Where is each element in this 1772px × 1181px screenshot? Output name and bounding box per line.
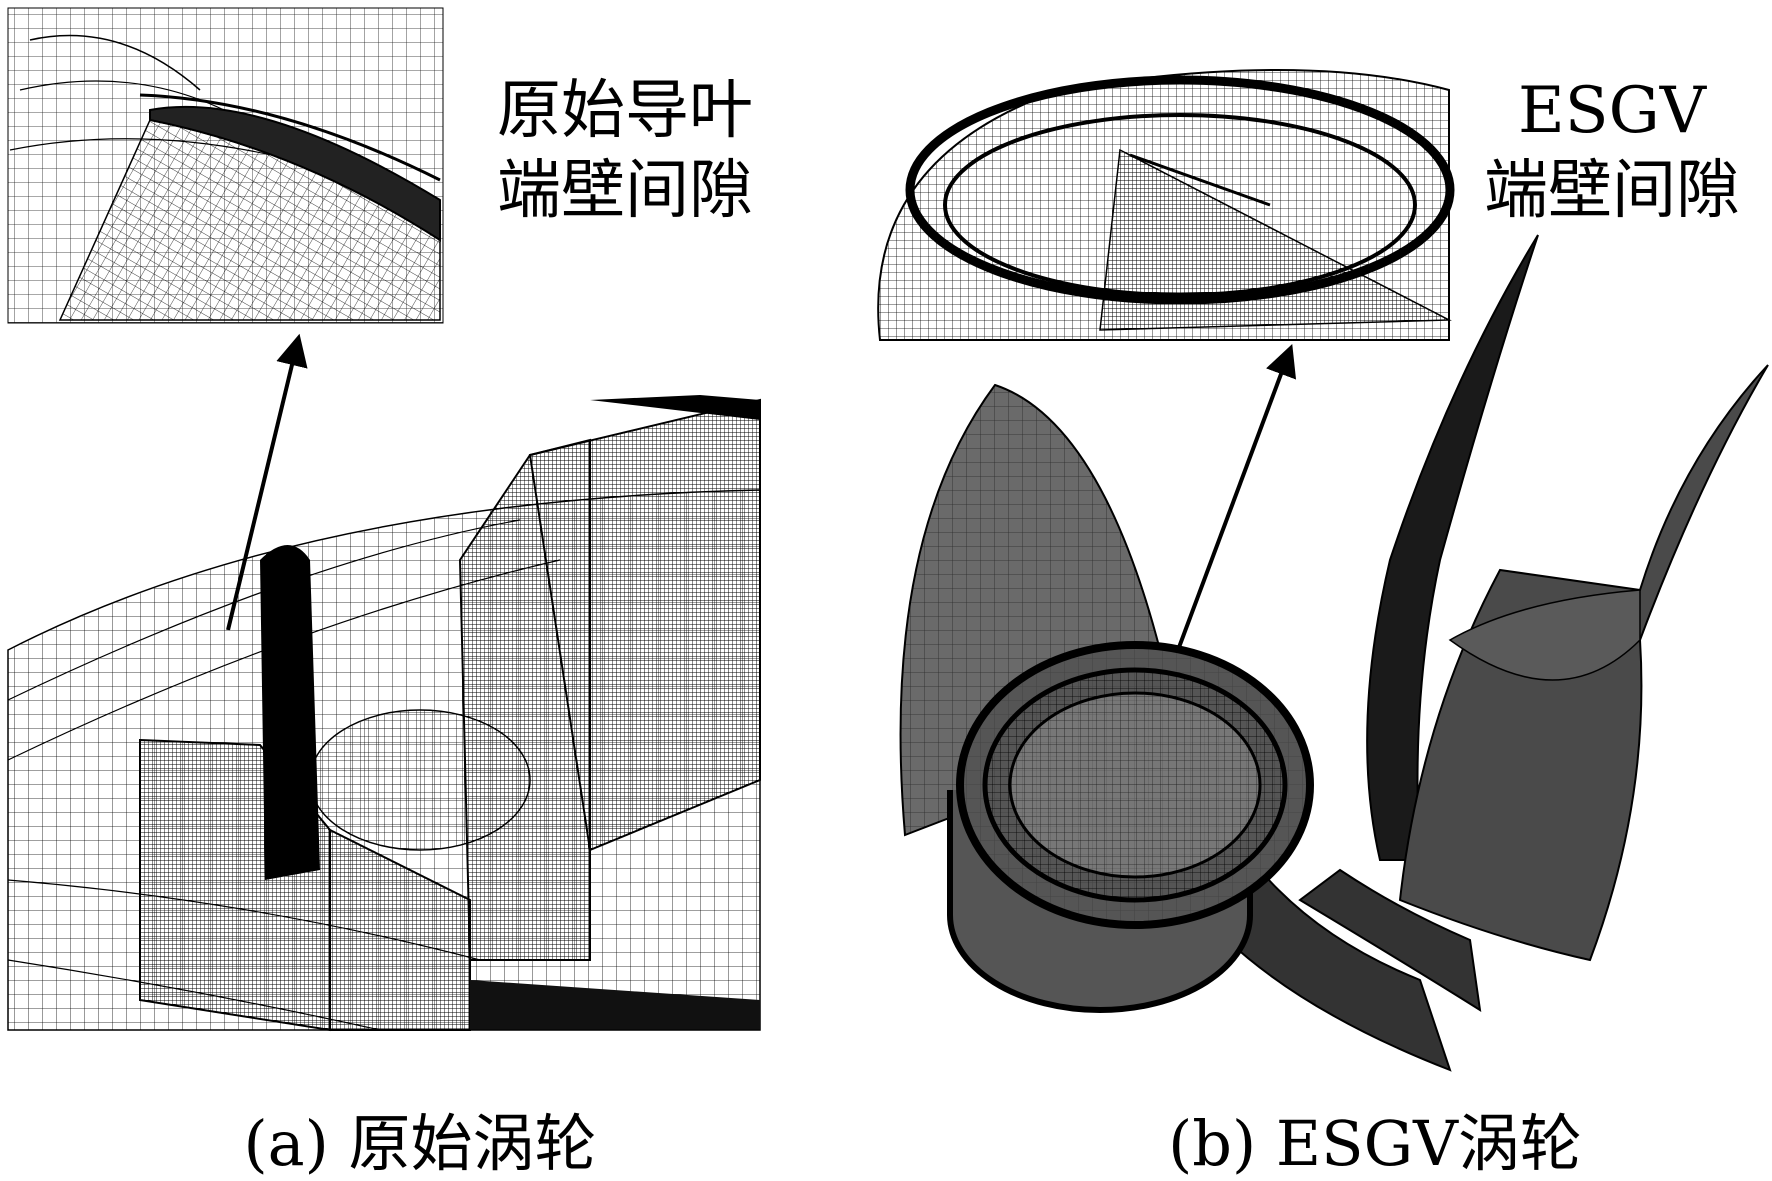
inset-label-a-line1: 原始导叶 (497, 74, 753, 148)
inset-mesh-a (7, 7, 444, 324)
panel-a: 原始导叶 端壁间隙 (a) 原始涡轮 (7, 7, 761, 1180)
inset-label-b-line1: ESGV (1518, 74, 1708, 148)
inset-label-a-line2: 端壁间隙 (497, 154, 753, 228)
turbine-mesh-a (7, 395, 761, 1032)
arrow-b (1176, 344, 1297, 651)
inset-mesh-b (862, 69, 1455, 341)
inset-label-b-line2: 端壁间隙 (1484, 154, 1740, 228)
turbine-mesh-b (899, 234, 1769, 1072)
caption-a: (a) 原始涡轮 (243, 1107, 596, 1180)
caption-b: (b) ESGV涡轮 (1168, 1107, 1582, 1180)
panel-b: ESGV 端壁间隙 (b) ESGV涡轮 (862, 69, 1769, 1180)
